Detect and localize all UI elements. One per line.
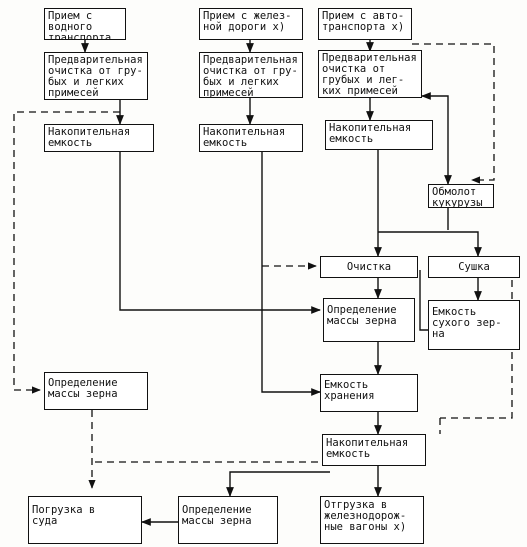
edge-branch-sushka xyxy=(378,231,482,257)
node-priem-avto: Прием с авто- транспорта х) xyxy=(318,8,412,40)
node-priem-vodnyi: Прием с водного транспорта xyxy=(44,8,126,40)
node-emkost-2: Накопительная емкость xyxy=(199,124,303,152)
edge-obmolot-back xyxy=(421,92,449,174)
node-opredelenie-1: Определение массы зерна xyxy=(323,298,415,342)
node-sushka: Сушка xyxy=(428,256,520,278)
node-ochistka-3: Предварительная очистка от грубых и лег-… xyxy=(318,50,422,98)
edge-emkost2-khranenie xyxy=(261,150,321,396)
node-emkost-1: Накопительная емкость xyxy=(44,124,154,152)
edge-emkost1-ochistka xyxy=(119,150,260,311)
dashed-ochistka1-opredelenie2 xyxy=(13,111,120,394)
node-pogruzka: Погрузка в суда xyxy=(28,496,142,544)
node-opredelenie-2: Определение массы зерна xyxy=(44,372,148,410)
edge-ochistka-emkost-sukh xyxy=(419,270,428,331)
node-ochistka-1: Предварительная очистка от гру- бых и ле… xyxy=(44,52,148,100)
node-ochistka-2: Предварительная очистка от гру- бых и ле… xyxy=(199,52,303,98)
node-obmolot: Обмолот кукурузы xyxy=(428,184,494,208)
edge-final-to-opredelenie3 xyxy=(226,471,330,497)
node-emkost-3: Накопительная емкость xyxy=(325,120,433,150)
node-emkost-final: Накопительная емкость xyxy=(322,434,426,466)
node-priem-zhd: Прием с желез- ной дороги х) xyxy=(199,8,303,40)
node-ochistka-main: Очистка xyxy=(320,256,418,278)
dashed-avto-obmolot xyxy=(412,43,495,184)
node-otgruzka: Отгрузка в железнодорож- ные вагоны х) xyxy=(320,496,424,544)
node-opredelenie-3: Определение массы зерна xyxy=(178,496,278,544)
node-emkost-khranenia: Емкость хранения xyxy=(320,374,418,412)
node-emkost-sukh: Емкость сухого зер- на xyxy=(428,300,520,350)
